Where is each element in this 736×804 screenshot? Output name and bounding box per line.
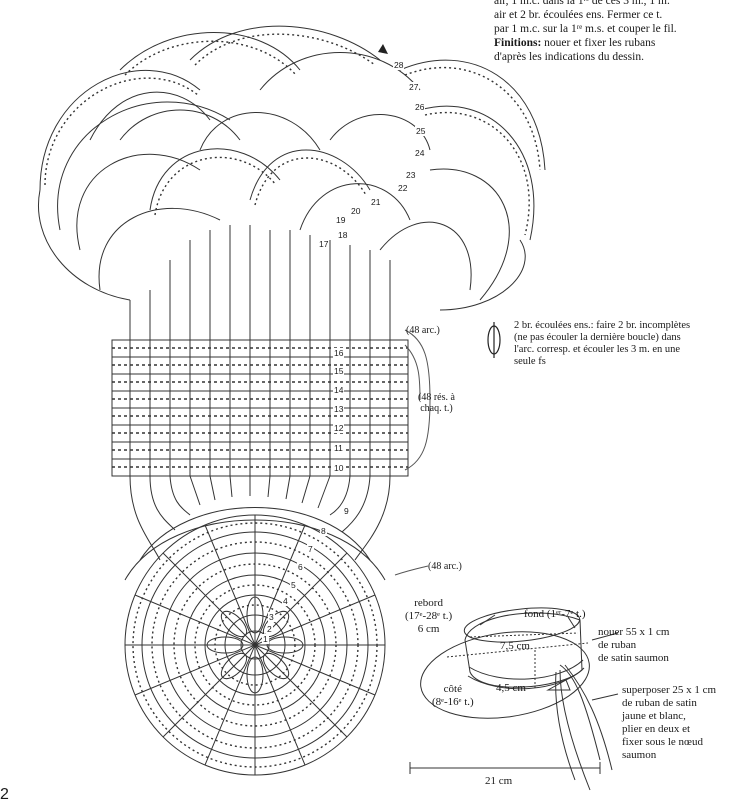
- legend-symbol-icon: [488, 322, 500, 358]
- round-number: 14: [333, 385, 344, 395]
- round-number: 11: [333, 443, 344, 453]
- round-number: 25: [415, 126, 426, 136]
- crown-radials: [125, 515, 385, 775]
- instructions-line-5: d'après les indications du dessin.: [494, 50, 734, 64]
- hat-height-label: 4,5 cm: [496, 682, 526, 695]
- round-number: 4: [282, 596, 289, 606]
- round-number: 10: [333, 463, 344, 473]
- legend-block: 2 br. écoulées ens.: faire 2 br. incompl…: [514, 320, 690, 368]
- legend-line-3: l'arc. corresp. et écouler les 3 m. en u…: [514, 344, 690, 356]
- ribbon-note-2: superposer 25 x 1 cm de ruban de satin j…: [622, 684, 716, 762]
- round-number: 7: [307, 544, 314, 554]
- hat-width-label: 21 cm: [485, 775, 512, 788]
- round-number: 1: [262, 634, 269, 644]
- round-number: 27: [408, 82, 419, 92]
- round-number: 3: [268, 612, 275, 622]
- round-number: 20: [350, 206, 361, 216]
- round-number: 6: [297, 562, 304, 572]
- hat-rebord-line-2: (17ᵉ-28ᵉ t.): [405, 610, 452, 623]
- instructions-line-2: air et 2 br. écoulées ens. Fermer ce t.: [494, 8, 734, 22]
- round-number: 5: [290, 580, 297, 590]
- round-number: 16: [333, 348, 344, 358]
- brim-stitches: [45, 34, 540, 235]
- round-number: 9: [343, 506, 350, 516]
- ribbon-note-1-line-1: nouer 55 x 1 cm: [598, 626, 669, 639]
- ribbon-note-2-line-1: superposer 25 x 1 cm: [622, 684, 716, 697]
- round-number: 21: [370, 197, 381, 207]
- finitions-label: Finitions:: [494, 37, 541, 49]
- round-number: 13: [333, 404, 344, 414]
- ribbon-note-2-line-2: de ruban de satin: [622, 697, 716, 710]
- hat-top-width-label: 7,5 cm: [500, 640, 530, 653]
- round-number: 17: [318, 239, 329, 249]
- brim-scallops: [38, 26, 545, 310]
- label-res-line-2: chaq. t.): [418, 403, 455, 414]
- round-number: 28: [393, 60, 404, 70]
- instructions-line-4: Finitions: nouer et fixer les rubans: [494, 36, 734, 50]
- round-number: 15: [333, 366, 344, 376]
- round-number: 8: [320, 526, 327, 536]
- instructions-block: air, 1 m.c. dans la 1ʳᵉ de ces 3 m., 1 m…: [494, 0, 734, 64]
- round-number: 2: [266, 624, 273, 634]
- hat-cote-line-1: côté: [432, 683, 474, 696]
- ribbon-note-1-line-2: de ruban: [598, 639, 669, 652]
- label-res: (48 rés. à chaq. t.): [418, 392, 455, 414]
- ribbon-note-1-line-3: de satin saumon: [598, 652, 669, 665]
- ribbon-note-2-line-5: fixer sous le nœud: [622, 736, 716, 749]
- round-number: 12: [333, 423, 344, 433]
- round-number: 26: [414, 102, 425, 112]
- start-marker-icon: [378, 44, 388, 54]
- round-number: 19: [335, 215, 346, 225]
- instructions-line-3: par 1 m.c. sur la 1ʳᵉ m.s. et couper le …: [494, 22, 734, 36]
- ribbon-note-2-line-3: jaune et blanc,: [622, 710, 716, 723]
- hat-cote-label: côté (8ᵉ-16ᵉ t.): [432, 683, 474, 709]
- round-number: 24: [414, 148, 425, 158]
- label-braces: [395, 330, 430, 575]
- brim-chains: [130, 225, 390, 340]
- legend-line-1: 2 br. écoulées ens.: faire 2 br. incompl…: [514, 320, 690, 332]
- legend-line-4: seule fs: [514, 356, 690, 368]
- instructions-line-1: air, 1 m.c. dans la 1ʳᵉ de ces 3 m., 1 m…: [494, 0, 734, 8]
- label-res-line-1: (48 rés. à: [418, 392, 455, 403]
- label-arcs-top: (48 arc.): [406, 325, 440, 336]
- ribbon-note-1: nouer 55 x 1 cm de ruban de satin saumon: [598, 626, 669, 665]
- ribbon-note-2-line-6: saumon: [622, 749, 716, 762]
- hat-rebord-line-3: 6 cm: [405, 623, 452, 636]
- hat-rebord-label: rebord (17ᵉ-28ᵉ t.) 6 cm: [405, 597, 452, 636]
- round-number: 23: [405, 170, 416, 180]
- ribbon-note-2-line-4: plier en deux et: [622, 723, 716, 736]
- hat-fond-label: fond (1ᵉʳ-7ᵉ t.): [524, 608, 586, 621]
- page-number: 2: [0, 786, 9, 804]
- hat-rebord-line-1: rebord: [405, 597, 452, 610]
- round-number: 18: [337, 230, 348, 240]
- finitions-text: nouer et fixer les rubans: [541, 37, 655, 49]
- label-arcs-bottom: (48 arc.): [428, 561, 462, 572]
- legend-line-2: (ne pas écouler la dernière boucle) dans: [514, 332, 690, 344]
- round-number: 22: [397, 183, 408, 193]
- side-grid: [112, 340, 408, 476]
- hat-cote-line-2: (8ᵉ-16ᵉ t.): [432, 696, 474, 709]
